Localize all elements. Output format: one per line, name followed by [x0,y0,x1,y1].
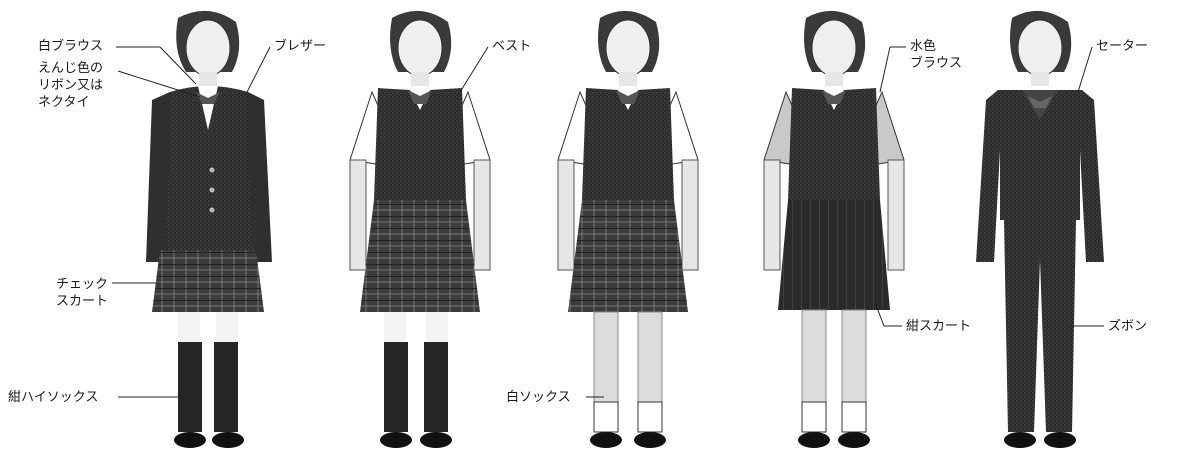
label-vest: ベスト [492,39,532,54]
figure-vest-white-socks [557,10,699,448]
label-ribbon-line-3: ネクタイ [38,95,90,110]
label-light-blue-blouse-line-1: 水色 [910,39,937,54]
label-ribbon-line-1: えんじ色の [38,61,104,76]
label-check-skirt-line-1: チェック [56,277,109,292]
label-ribbon: えんじ色の リボン又は ネクタイ [38,60,103,111]
figure-light-blue-blouse [763,10,905,448]
label-navy-skirt: 紺スカート [906,319,972,334]
label-light-blue-blouse-line-2: ブラウス [910,56,963,71]
label-check-skirt: チェック スカート [56,276,108,310]
label-navy-high-socks: 紺ハイソックス [8,390,99,405]
label-check-skirt-line-2: スカート [56,294,109,309]
label-white-socks: 白ソックス [506,390,571,405]
label-light-blue-blouse: 水色 ブラウス [910,38,962,72]
figure-vest [349,10,491,448]
label-white-blouse: 白ブラウス [38,39,104,54]
label-sweater: セーター [1096,39,1149,54]
figure-sweater-trousers [976,10,1104,448]
label-trousers: ズボン [1108,319,1148,334]
figure-blazer [146,10,272,448]
label-blazer: ブレザー [274,39,327,54]
leader-lines [112,46,1104,398]
label-ribbon-line-2: リボン又は [38,78,104,93]
